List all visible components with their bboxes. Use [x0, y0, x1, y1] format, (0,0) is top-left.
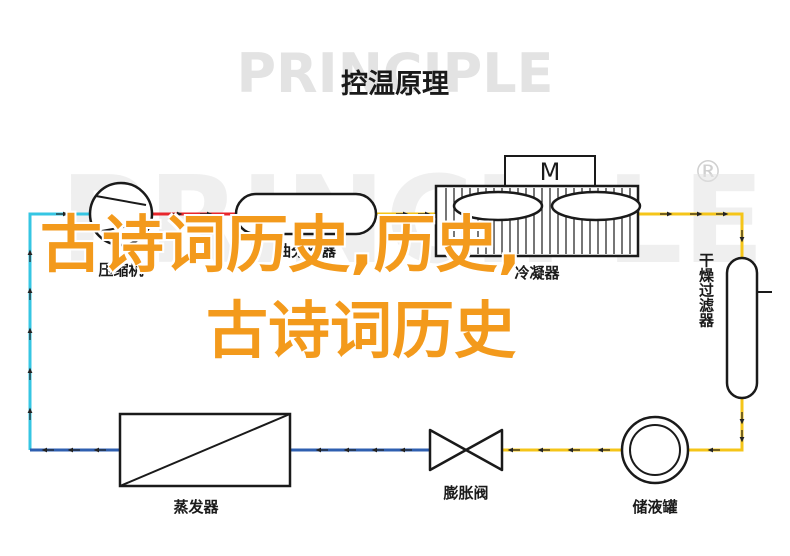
motor-label: M [540, 158, 561, 186]
oil-separator-label: 油分离器 [276, 242, 337, 260]
fan-right [550, 190, 642, 222]
evaporator: 蒸发器 [118, 412, 292, 516]
overlay-text-line2: 古诗词历史 [206, 294, 517, 367]
drier-filter-body [725, 256, 759, 400]
receiver-label: 储液罐 [632, 498, 677, 516]
evaporator-label: 蒸发器 [173, 498, 219, 516]
condenser-label: 冷凝器 [514, 264, 560, 282]
watermark-registered: ® [693, 155, 723, 190]
drier-filter-label: 干燥过滤器 [697, 253, 715, 329]
drier-filter: 干燥过滤器 [697, 253, 772, 400]
receiver: 储液罐 [620, 415, 690, 516]
expansion-valve-label: 膨胀阀 [443, 484, 488, 502]
expansion-valve: 膨胀阀 [428, 428, 504, 502]
motor-box [504, 155, 596, 187]
compressor-label: 压缩机 [98, 261, 143, 279]
pipe-condenser-to-drier [638, 212, 744, 258]
compressor: 压缩机 [88, 181, 154, 279]
flow-arrows [27, 211, 745, 453]
condenser: M 冷凝器 [434, 155, 642, 282]
receiver-inner [629, 424, 681, 476]
watermark-big: PRINCIPLE [60, 152, 765, 291]
overlay-text-line1: 古诗词历史,历史, [40, 208, 522, 281]
valve-symbol [428, 428, 504, 472]
fan-left [452, 190, 544, 222]
diagram-title: 控温原理 [341, 69, 449, 100]
pipe-drier-to-receiver [688, 398, 744, 452]
oil-separator-body [234, 192, 378, 236]
watermark-principle: PRINCIPLE [236, 42, 553, 105]
oil-separator: 油分离器 [234, 192, 378, 260]
